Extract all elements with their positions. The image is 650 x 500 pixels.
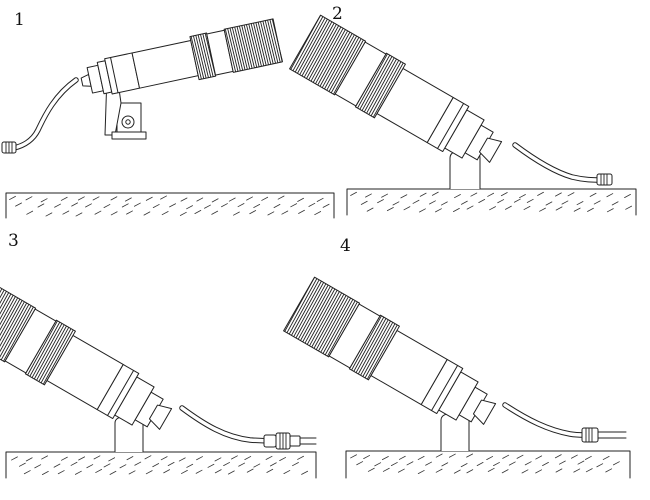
panel-4: 4 xyxy=(283,236,631,479)
connector-4 xyxy=(581,427,599,443)
ground-2 xyxy=(346,188,637,216)
panel-3: 3 xyxy=(0,231,317,479)
step-4-label: 4 xyxy=(340,236,351,256)
ground-3 xyxy=(5,451,317,479)
step-1-label: 1 xyxy=(14,10,25,30)
ground-1 xyxy=(5,192,335,219)
step-2-label: 2 xyxy=(332,4,343,24)
ground-4 xyxy=(345,450,631,479)
spotlight-4 xyxy=(283,276,497,425)
step-3-label: 3 xyxy=(8,231,19,251)
connector-1 xyxy=(1,141,17,154)
cable-4 xyxy=(502,402,627,439)
spotlight-2 xyxy=(289,14,503,163)
connector-2 xyxy=(596,173,613,186)
panel-2: 2 xyxy=(289,4,637,216)
cable-1 xyxy=(11,77,79,151)
connector-3 xyxy=(263,432,301,450)
panel-1: 1 xyxy=(1,10,335,219)
spotlight-3 xyxy=(0,281,173,430)
cable-2 xyxy=(512,142,603,183)
spotlight-1 xyxy=(80,18,284,95)
